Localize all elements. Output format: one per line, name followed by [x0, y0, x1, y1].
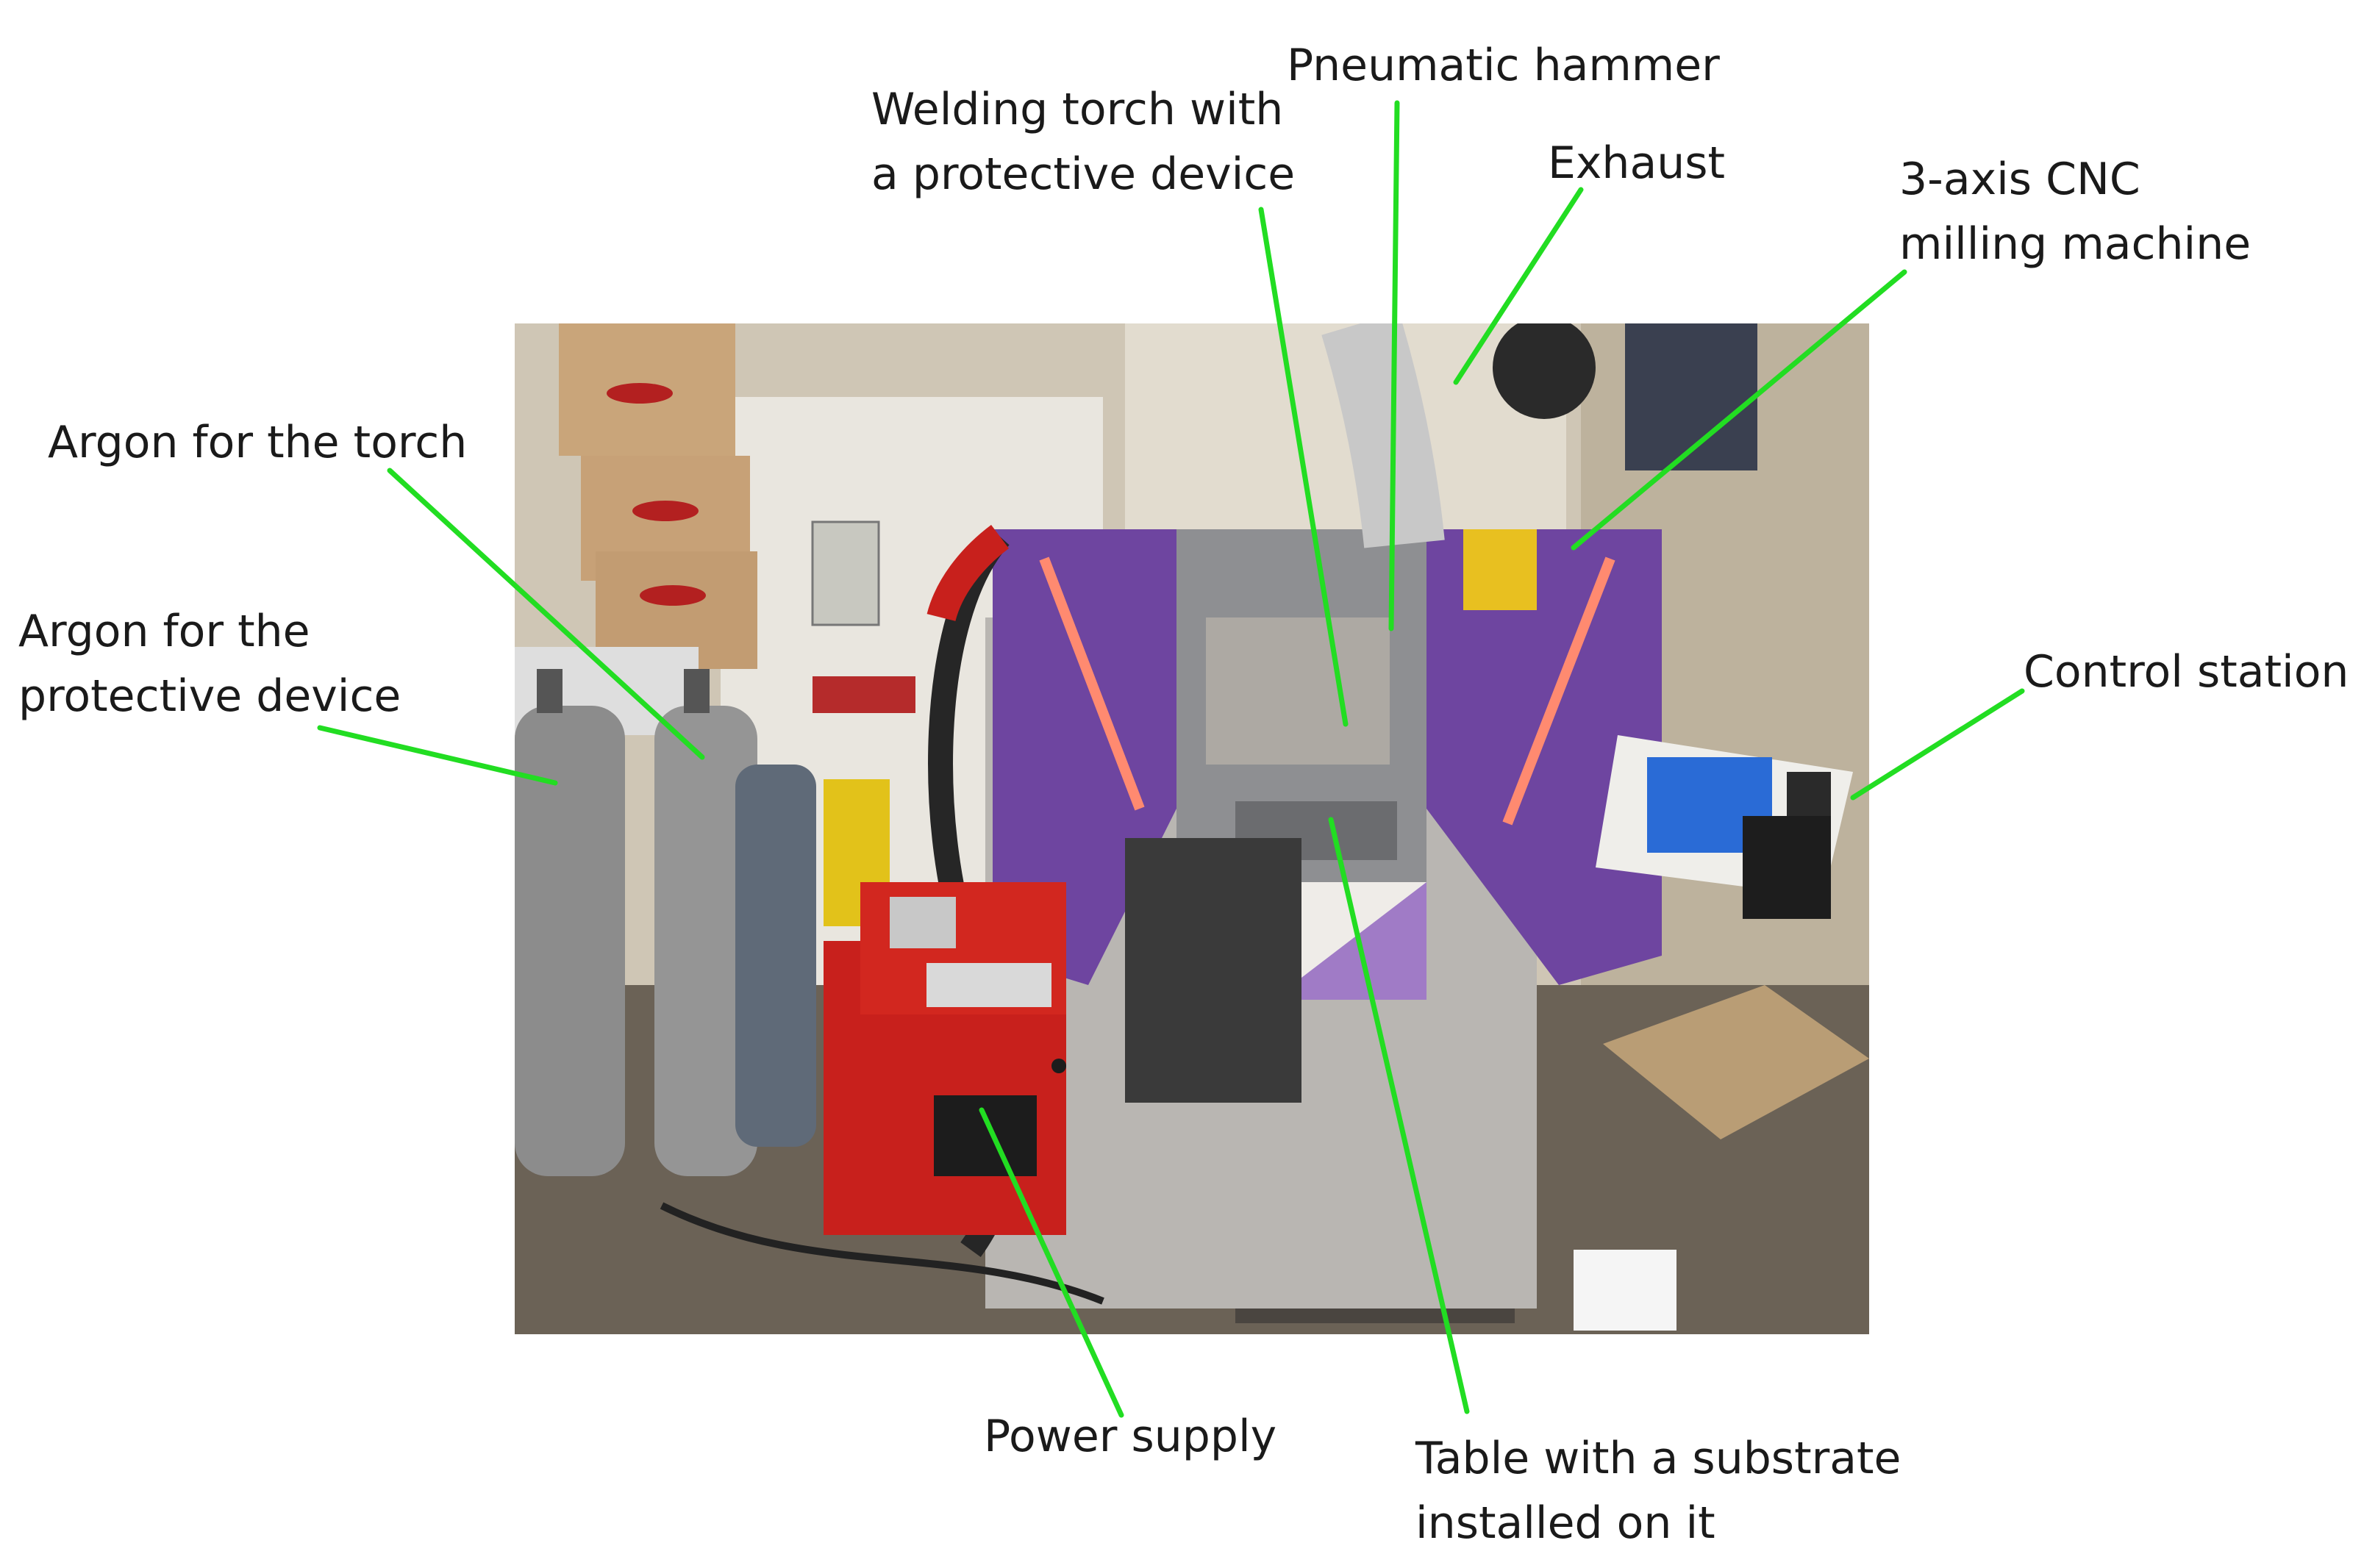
label-line-2: protective device	[18, 670, 401, 722]
leader-control-station	[1850, 688, 2025, 801]
label-argon-torch: Argon for the torch	[48, 410, 467, 475]
label-pneumatic-hammer: Pneumatic hammer	[1287, 33, 1720, 98]
label-text: Exhaust	[1548, 137, 1726, 189]
workshop-photo	[515, 323, 1869, 1334]
label-line-1: Table with a substrate	[1415, 1433, 1901, 1484]
label-control-station: Control station	[2024, 640, 2349, 704]
label-line-1: 3-axis CNC	[1899, 154, 2140, 205]
label-text: Power supply	[984, 1411, 1277, 1462]
label-table: Table with a substrate installed on it	[1415, 1426, 1901, 1556]
label-line-1: Argon for the	[18, 606, 310, 657]
label-text: Argon for the torch	[48, 417, 468, 468]
argon-cylinders	[515, 647, 816, 1176]
label-line-2: milling machine	[1899, 218, 2251, 270]
label-welding-torch: Welding torch with a protective device	[871, 77, 1295, 207]
label-argon-protective: Argon for the protective device	[18, 599, 401, 728]
label-line-2: a protective device	[871, 148, 1296, 200]
control-station	[1596, 735, 1853, 919]
label-text: Pneumatic hammer	[1287, 40, 1720, 91]
label-line-1: Welding torch with	[871, 84, 1284, 135]
label-cnc-machine: 3-axis CNC milling machine	[1899, 147, 2251, 276]
label-power-supply: Power supply	[984, 1404, 1276, 1469]
label-exhaust: Exhaust	[1548, 131, 1725, 196]
label-text: Control station	[2024, 646, 2349, 698]
label-line-2: installed on it	[1415, 1497, 1715, 1549]
